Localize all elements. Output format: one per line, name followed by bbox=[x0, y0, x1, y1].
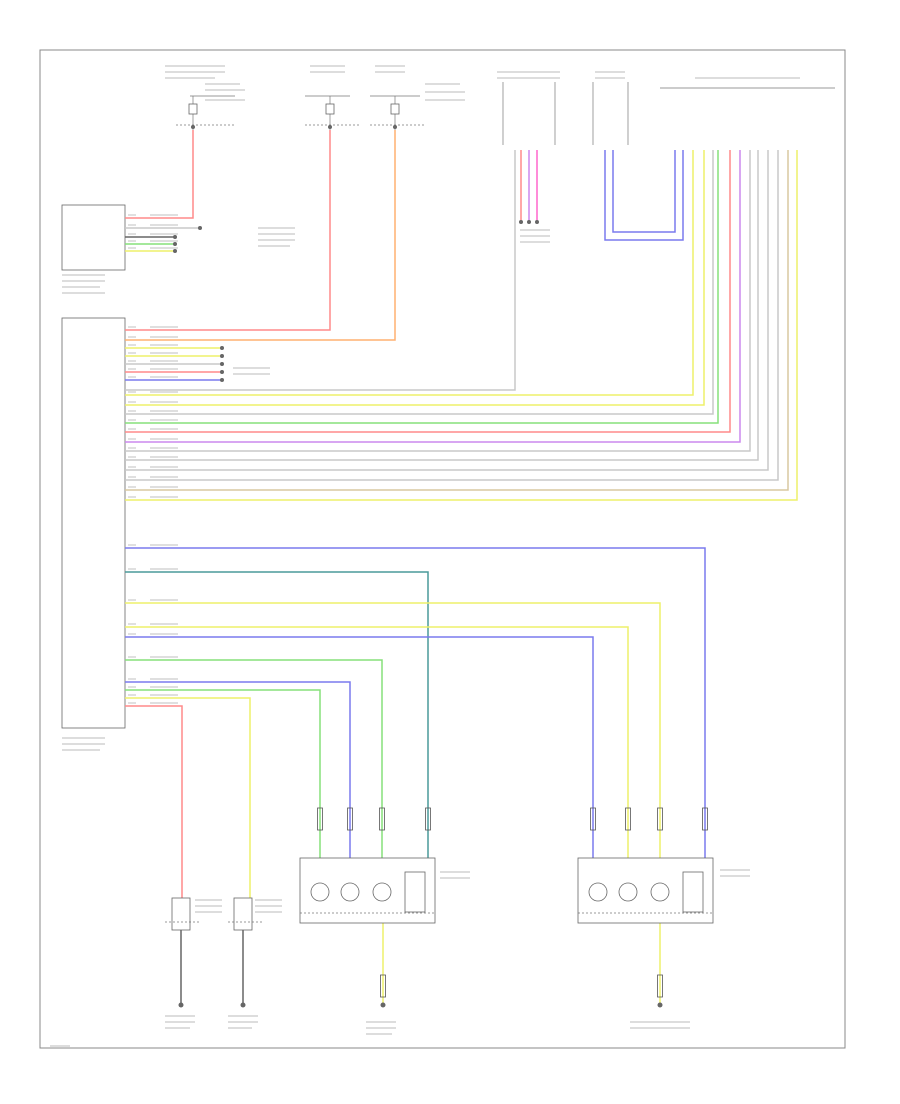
wire-blue-loop bbox=[604, 150, 684, 241]
connector-plug bbox=[380, 974, 386, 998]
wire-main-long-4 bbox=[125, 150, 719, 424]
connector-plug bbox=[379, 807, 385, 831]
diagram-frame bbox=[39, 49, 846, 1049]
wire-main-long-10 bbox=[125, 150, 779, 481]
wire-main-long-3 bbox=[125, 150, 714, 415]
wire-main-long-8 bbox=[125, 150, 759, 461]
connector-plug bbox=[425, 807, 431, 831]
wire-tag-marks bbox=[128, 214, 178, 704]
wire-blue-loop-inner bbox=[612, 150, 676, 233]
wire-main-1 bbox=[125, 130, 331, 331]
wire-low-1 bbox=[125, 547, 706, 860]
connector-plug bbox=[657, 807, 663, 831]
connector-plug bbox=[317, 807, 323, 831]
wire-low-8 bbox=[125, 689, 321, 860]
top-right-fuse-source bbox=[370, 95, 425, 130]
right-headlight-assembly bbox=[577, 857, 714, 924]
wire-low-5 bbox=[125, 636, 594, 860]
connector-plug bbox=[347, 807, 353, 831]
wire-low-4 bbox=[125, 626, 629, 860]
upper-control-module bbox=[61, 204, 126, 271]
left-fog-lamp bbox=[165, 897, 200, 931]
top-left-fuse-source bbox=[176, 95, 236, 130]
wire-main-long-7 bbox=[125, 150, 751, 452]
top-connector-dots bbox=[519, 220, 539, 224]
top-bracket-group-2 bbox=[592, 82, 629, 145]
wire-upper-1 bbox=[125, 130, 194, 219]
connector-plug bbox=[702, 807, 708, 831]
upper-module-connector-terminals bbox=[173, 226, 202, 253]
connector-plugs bbox=[317, 807, 708, 998]
connector-plug bbox=[590, 807, 596, 831]
wire-main-long-9 bbox=[125, 150, 769, 471]
wire-low-3 bbox=[125, 602, 661, 860]
wire-low-9 bbox=[125, 697, 251, 900]
top-mid-fuse-source bbox=[305, 95, 360, 130]
top-bracket-group-1 bbox=[502, 82, 556, 145]
wire-main-long-11 bbox=[125, 150, 789, 491]
right-fog-lamp bbox=[228, 897, 262, 931]
wire-main-long-12 bbox=[125, 150, 798, 501]
wire-harness bbox=[125, 130, 798, 1003]
wire-main-2 bbox=[125, 130, 396, 341]
connector-plug bbox=[657, 974, 663, 998]
wire-main-long-6 bbox=[125, 150, 741, 443]
wire-low-6 bbox=[125, 659, 383, 860]
left-headlight-assembly bbox=[299, 857, 436, 924]
unreadable-label-marks bbox=[50, 65, 800, 1047]
connector-plug bbox=[625, 807, 631, 831]
wire-low-2 bbox=[125, 571, 429, 860]
main-control-module bbox=[61, 317, 126, 729]
wire-sensor-feed bbox=[125, 150, 516, 391]
wire-main-long-5 bbox=[125, 150, 731, 433]
main-module-connector-terminals bbox=[220, 346, 224, 382]
wire-low-7 bbox=[125, 681, 351, 860]
wire-main-long-1 bbox=[125, 150, 694, 396]
ground-points bbox=[178, 1002, 663, 1008]
wire-low-10 bbox=[125, 705, 183, 900]
wire-main-long-2 bbox=[125, 150, 705, 406]
